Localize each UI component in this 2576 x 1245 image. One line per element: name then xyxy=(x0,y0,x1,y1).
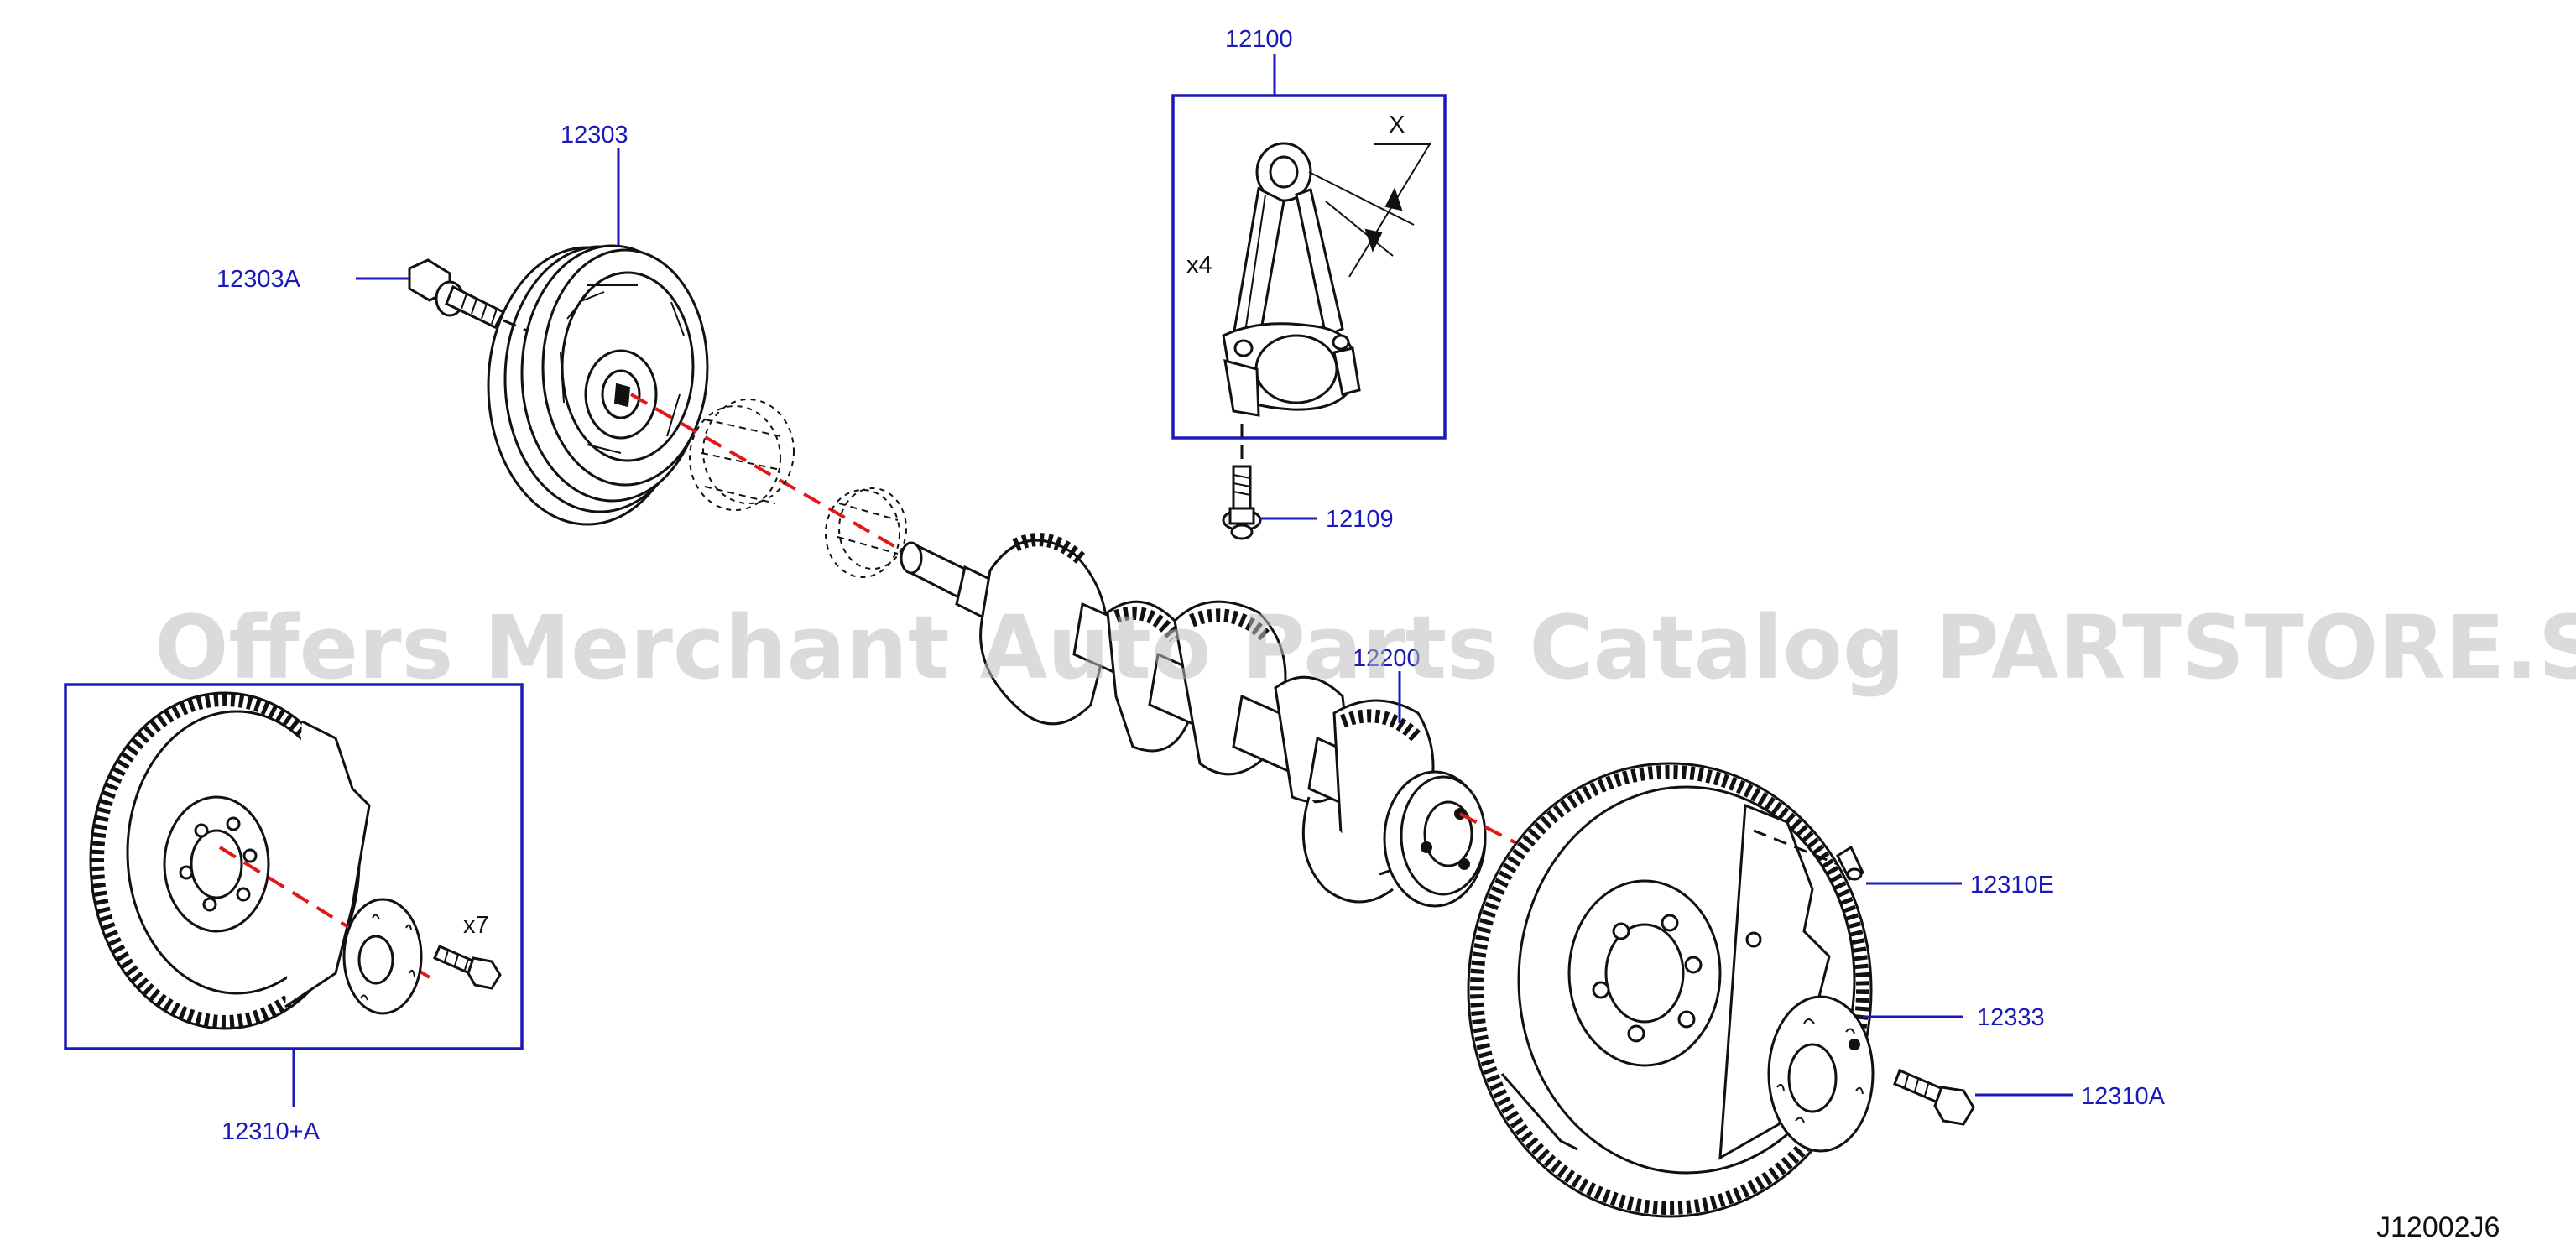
callout-12310-plus-a[interactable]: 12310+A xyxy=(222,1118,321,1145)
oil-pump-sprocket-icon xyxy=(825,487,907,578)
callout-12303[interactable]: 12303 xyxy=(561,122,628,148)
pulley-bolt-icon xyxy=(408,258,506,329)
crankshaft-group: 12200 xyxy=(900,533,1487,908)
callout-12200[interactable]: 12200 xyxy=(1353,645,1421,672)
reinforcement-plate-icon xyxy=(1767,995,1875,1153)
rod-bolt-icon xyxy=(1222,465,1262,540)
crank-pulley-icon xyxy=(487,244,709,526)
flywheel-assembly-group: 12310+A x7 xyxy=(64,683,524,1145)
quantity-bolts: x7 xyxy=(463,912,489,939)
callout-12333[interactable]: 12333 xyxy=(1977,1004,2045,1031)
callout-12303A[interactable]: 12303A xyxy=(216,266,301,293)
flywheel-bolt-icon xyxy=(1893,1069,1975,1126)
callout-12310A[interactable]: 12310A xyxy=(2081,1083,2166,1110)
callout-12100[interactable]: 12100 xyxy=(1225,26,1293,53)
connecting-rod-group: 12100 X x4 xyxy=(1171,26,1447,440)
bolt-left-icon xyxy=(433,945,502,990)
pulley-group: 12303 12303A xyxy=(216,122,709,526)
connecting-rod-box xyxy=(1171,94,1447,440)
plate-left-icon xyxy=(342,898,423,1015)
callout-12109[interactable]: 12109 xyxy=(1326,506,1394,533)
dowel-pin-icon xyxy=(1836,845,1864,882)
flywheel-left-icon xyxy=(89,691,371,1030)
timing-sprocket-icon xyxy=(689,399,795,511)
figure-code: J12002J6 xyxy=(2376,1211,2500,1243)
flywheel-right-group: 12310E 12333 12310A xyxy=(1459,762,2166,1218)
watermark-text: Offers Merchant Auto Parts Catalog PARTS… xyxy=(154,596,2576,699)
quantity-rods: x4 xyxy=(1186,252,1212,279)
dimension-marker-x: X xyxy=(1389,112,1405,138)
rod-bolt-group: 12109 xyxy=(1222,424,1394,540)
callout-12310E[interactable]: 12310E xyxy=(1970,872,2054,899)
crankshaft-icon xyxy=(900,533,1487,908)
flywheel-right-icon xyxy=(1467,762,1873,1218)
connecting-rod-icon xyxy=(1222,142,1431,417)
sprocket-group xyxy=(630,393,915,578)
